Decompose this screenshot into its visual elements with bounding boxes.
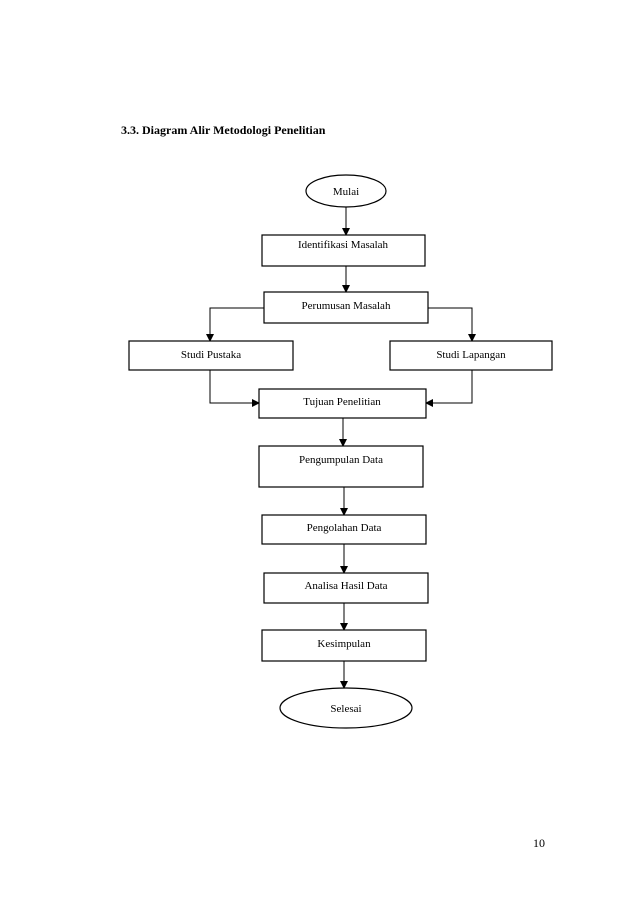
node-conclude: Kesimpulan [261, 629, 427, 662]
node-identify: Identifikasi Masalah [261, 234, 426, 267]
node-end-label: Selesai [330, 703, 361, 715]
node-formulate: Perumusan Masalah [263, 291, 429, 324]
node-objective-label: Tujuan Penelitian [303, 396, 381, 408]
node-literature-label: Studi Pustaka [181, 349, 241, 361]
connector-formulate-field [428, 307, 476, 342]
node-end: Selesai [279, 687, 413, 729]
node-literature: Studi Pustaka [128, 340, 294, 371]
page-number: 10 [533, 836, 545, 850]
node-field-label: Studi Lapangan [436, 349, 506, 361]
flow-connectors [206, 207, 476, 689]
node-start-label: Mulai [333, 186, 359, 198]
node-process: Pengolahan Data [261, 514, 427, 545]
node-formulate-label: Perumusan Masalah [302, 300, 391, 312]
node-process-label: Pengolahan Data [307, 522, 382, 534]
section-heading: 3.3. Diagram Alir Metodologi Penelitian [121, 123, 326, 137]
node-start: Mulai [305, 174, 387, 208]
node-analyze: Analisa Hasil Data [263, 572, 429, 604]
connector-formulate-literature [206, 307, 264, 342]
connector-field-objective [425, 370, 473, 407]
node-collect-label: Pengumpulan Data [299, 454, 383, 466]
node-objective: Tujuan Penelitian [258, 388, 427, 419]
node-analyze-label: Analisa Hasil Data [304, 580, 387, 592]
node-identify-label: Identifikasi Masalah [298, 239, 389, 251]
node-conclude-label: Kesimpulan [317, 638, 371, 650]
node-collect: Pengumpulan Data [258, 445, 424, 488]
node-field: Studi Lapangan [389, 340, 553, 371]
connector-literature-objective [209, 370, 260, 407]
